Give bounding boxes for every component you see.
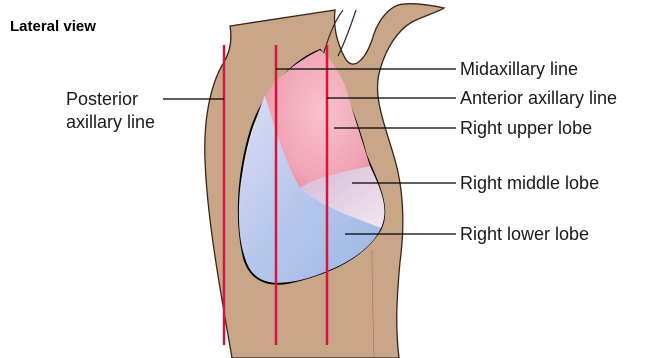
right-lower-lobe-label: Right lower lobe xyxy=(460,224,589,244)
posterior-axillary-line-label-line1: Posterior xyxy=(66,89,138,109)
neck-crease-right xyxy=(338,10,356,56)
midaxillary-line-label: Midaxillary line xyxy=(460,59,578,79)
right-middle-lobe-label: Right middle lobe xyxy=(460,173,599,193)
figure-title: Lateral view xyxy=(10,18,96,35)
right-upper-lobe-label: Right upper lobe xyxy=(460,118,592,138)
anterior-axillary-line-label: Anterior axillary line xyxy=(460,88,617,108)
posterior-axillary-line-label: Posterior axillary line xyxy=(66,89,155,132)
posterior-axillary-line-label-line2: axillary line xyxy=(66,112,155,132)
